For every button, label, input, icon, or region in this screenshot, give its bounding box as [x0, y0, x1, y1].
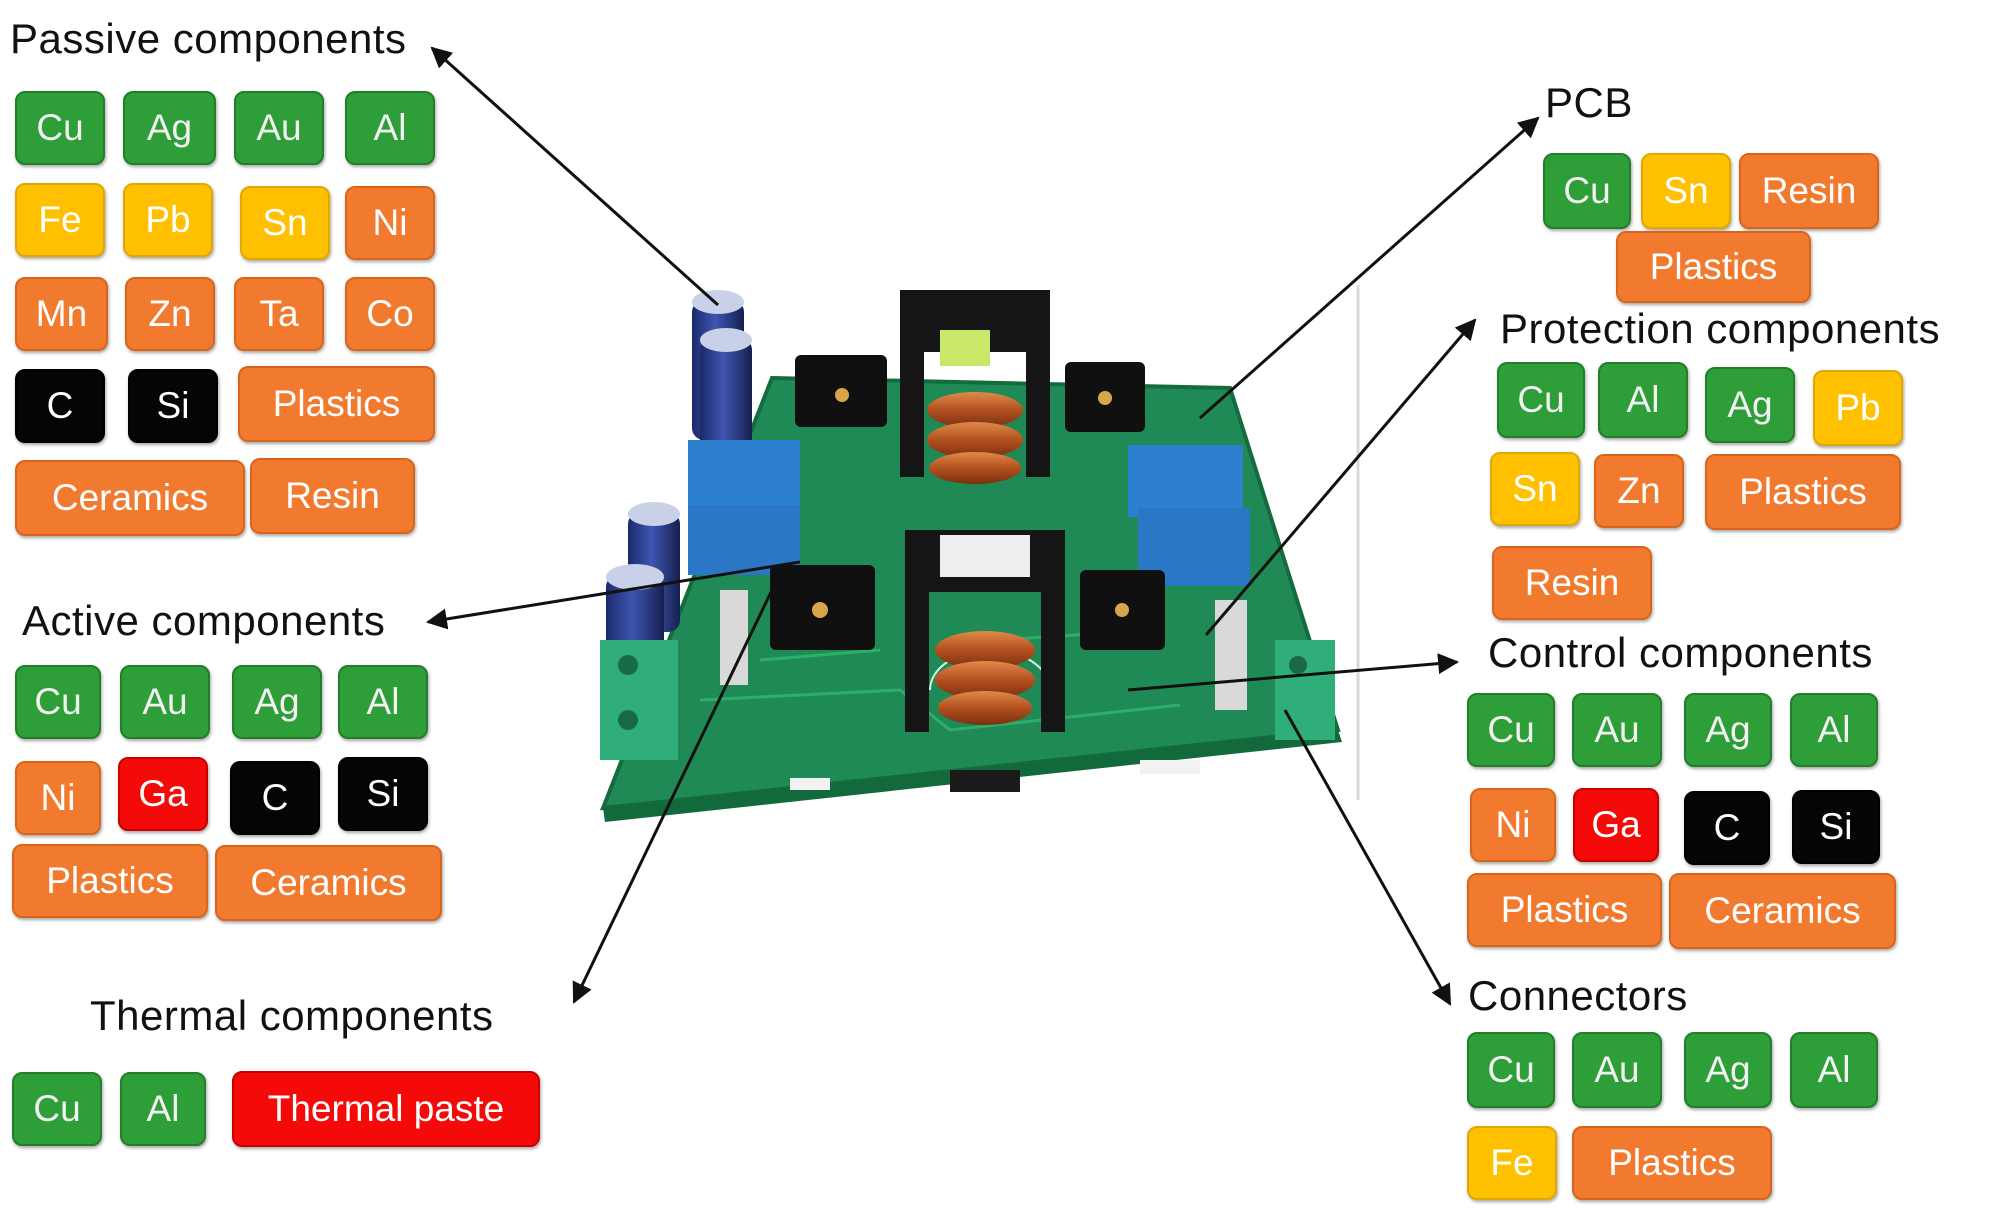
active-tile: Ga	[118, 757, 208, 831]
active-tile: Plastics	[12, 844, 208, 918]
arrow-active	[425, 560, 801, 630]
control-tile: Ga	[1573, 788, 1659, 862]
control-tile: Ni	[1470, 788, 1556, 862]
relays	[688, 440, 1250, 586]
protection-tile: Al	[1598, 362, 1688, 438]
passive-tile: Si	[128, 369, 218, 443]
passive-tile: Pb	[123, 183, 213, 257]
protection-tile: Resin	[1492, 546, 1652, 620]
active-tile: C	[230, 761, 320, 835]
passive-tile: Cu	[15, 91, 105, 165]
pcb-tile: Sn	[1641, 153, 1731, 229]
control-tile: Si	[1792, 790, 1880, 864]
passive-tile: Mn	[15, 277, 108, 351]
thermal-tile: Cu	[12, 1072, 102, 1146]
passive-tile: Ta	[234, 277, 324, 351]
protection-tile: Pb	[1813, 370, 1903, 446]
protection-tile: Cu	[1497, 362, 1585, 438]
passive-components-title: Passive components	[10, 15, 407, 62]
arrow-connectors	[1283, 709, 1452, 1006]
arrow-thermal	[572, 589, 774, 1004]
thermal-tile: Thermal paste	[232, 1071, 540, 1147]
connectors-tile: Al	[1790, 1032, 1878, 1108]
arrow-protection	[1204, 318, 1477, 636]
active-tile: Au	[120, 665, 210, 739]
control-tile: Al	[1790, 693, 1878, 767]
control-tile: Cu	[1467, 693, 1555, 767]
pcb-tile: Plastics	[1616, 231, 1811, 303]
passive-tile: Co	[345, 277, 435, 351]
heat-sinks	[770, 355, 1165, 650]
passive-tile: Fe	[15, 183, 105, 257]
active-tile: Al	[338, 665, 428, 739]
passive-tile: C	[15, 369, 105, 443]
thermal-tile: Al	[120, 1072, 206, 1146]
arrow-passive	[430, 46, 720, 307]
protection-tile: Ag	[1705, 367, 1795, 443]
passive-tile: Au	[234, 91, 324, 165]
pcb-tile: Cu	[1543, 153, 1631, 229]
control-tile: Plastics	[1467, 873, 1662, 947]
control-tile: Au	[1572, 693, 1662, 767]
active-tile: Si	[338, 757, 428, 831]
passive-tile: Zn	[125, 277, 215, 351]
thermal-components-title: Thermal components	[90, 992, 494, 1039]
pcb-title: PCB	[1545, 79, 1633, 126]
control-components-title: Control components	[1488, 629, 1873, 676]
passive-tile: Sn	[240, 186, 330, 260]
passive-tile: Resin	[250, 458, 415, 534]
passive-tile: Ceramics	[15, 460, 245, 536]
connectors-tile: Au	[1572, 1032, 1662, 1108]
transformers	[900, 290, 1065, 732]
pcb-tile: Resin	[1739, 153, 1879, 229]
connectors-tile: Cu	[1467, 1032, 1555, 1108]
connectors-title: Connectors	[1468, 972, 1688, 1019]
passive-tile: Ag	[123, 91, 216, 165]
active-tile: Ag	[232, 665, 322, 739]
active-tile: Ceramics	[215, 845, 442, 921]
passive-tile: Ni	[345, 186, 435, 260]
active-tile: Cu	[15, 665, 101, 739]
control-tile: Ag	[1684, 693, 1772, 767]
protection-components-title: Protection components	[1500, 305, 1941, 352]
passive-tile: Plastics	[238, 366, 435, 442]
connectors-tile: Fe	[1467, 1126, 1557, 1200]
arrow-control	[1127, 653, 1460, 692]
control-tile: Ceramics	[1669, 873, 1896, 949]
active-components-title: Active components	[22, 597, 386, 644]
passive-tile: Al	[345, 91, 435, 165]
connectors-tile: Ag	[1684, 1032, 1772, 1108]
protection-tile: Sn	[1490, 452, 1580, 526]
arrow-pcb	[1199, 116, 1540, 420]
active-tile: Ni	[15, 761, 101, 835]
protection-tile: Plastics	[1705, 454, 1901, 530]
control-tile: C	[1684, 791, 1770, 865]
protection-tile: Zn	[1594, 454, 1684, 528]
connectors-tile: Plastics	[1572, 1126, 1772, 1200]
